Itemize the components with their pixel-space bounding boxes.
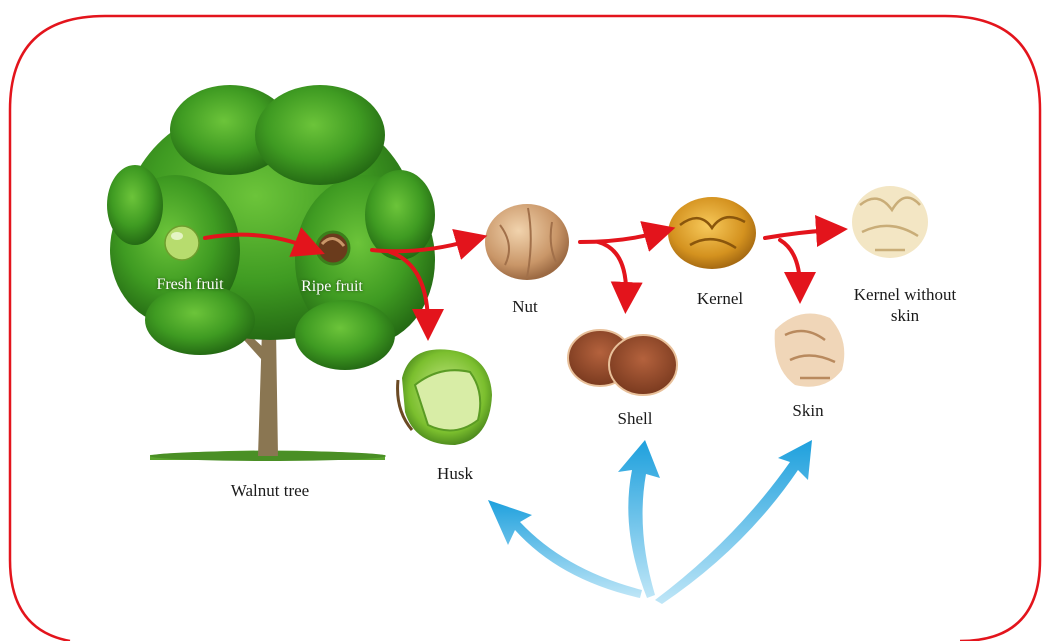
arrow-to-husk (488, 500, 642, 598)
nut-icon (485, 204, 569, 280)
ripe-fruit-icon (317, 232, 349, 264)
shell-icon (568, 330, 677, 395)
ripe-fruit-label: Ripe fruit (282, 276, 382, 297)
fresh-fruit-label: Fresh fruit (140, 274, 240, 295)
walnut-tree-label: Walnut tree (205, 480, 335, 501)
arrow-kernel-to-skin (780, 240, 800, 288)
kernel-icon (668, 197, 756, 269)
arrow-nut-to-kernel (580, 232, 660, 242)
arrow-kernel-to-kernel-without-skin (765, 230, 832, 238)
husk-icon (398, 349, 492, 445)
nut-label: Nut (495, 296, 555, 317)
skin-label: Skin (768, 400, 848, 421)
kernel-without-skin-icon (852, 186, 928, 258)
use-arrows (488, 440, 812, 604)
arrow-to-skin (655, 440, 812, 604)
husk-label: Husk (415, 463, 495, 484)
fresh-fruit-icon (165, 226, 199, 260)
kernel-without-skin-label-line1: Kernel without (825, 284, 985, 305)
kernel-without-skin-label-line2: skin (825, 305, 985, 326)
arrow-nut-to-shell (598, 242, 626, 298)
kernel-label: Kernel (680, 288, 760, 309)
shell-label: Shell (595, 408, 675, 429)
walnut-tree-illustration (107, 85, 435, 461)
arrow-to-shell (618, 440, 660, 598)
